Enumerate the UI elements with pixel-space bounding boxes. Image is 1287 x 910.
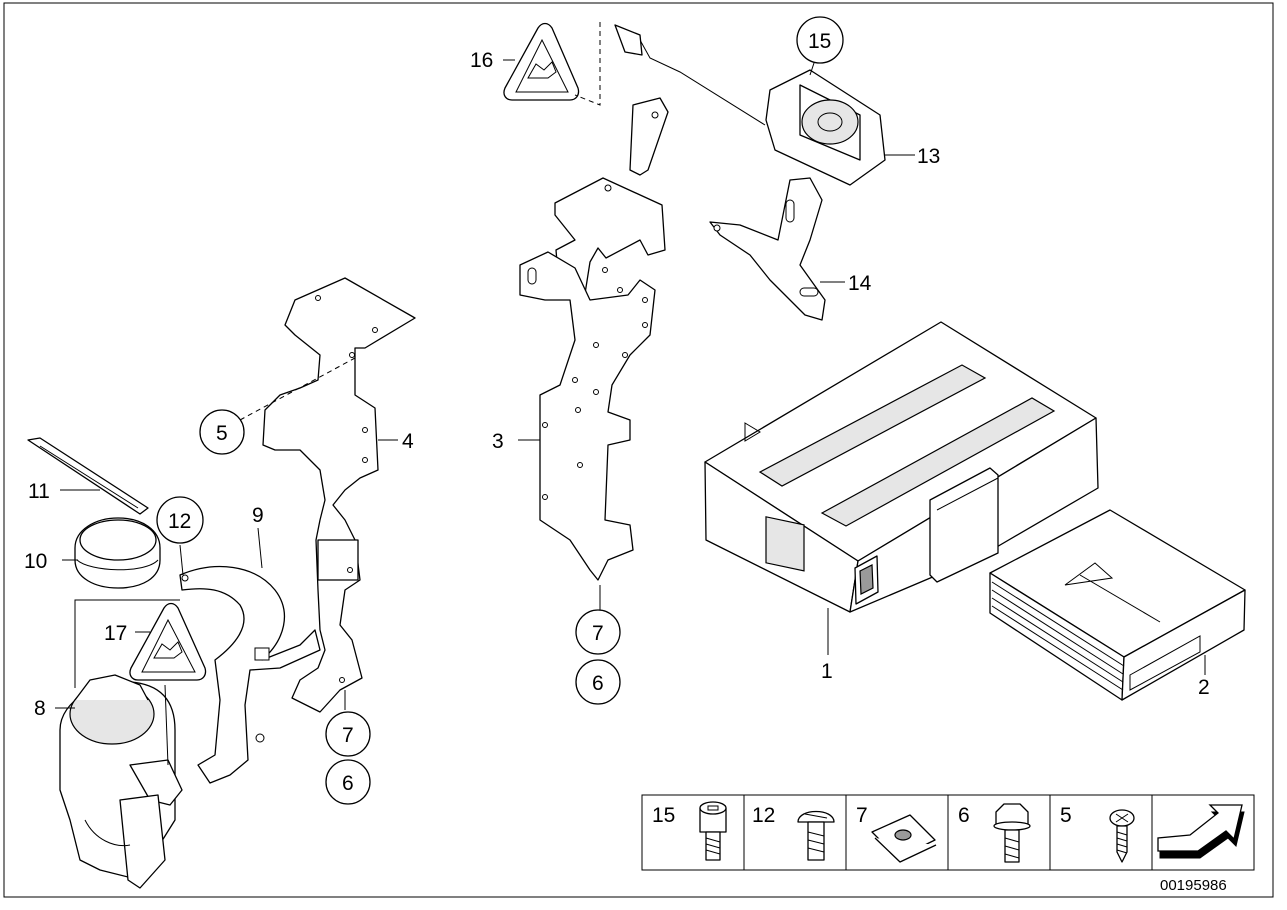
callout-5-circle [199,409,245,455]
callout-7b-circle [325,711,371,757]
part-4-bracket[interactable] [262,277,416,713]
callout-11[interactable]: 11 [28,480,50,503]
callout-13[interactable]: 13 [917,145,940,168]
part-11-cable-tie[interactable] [27,437,149,515]
callout-1[interactable]: 1 [821,660,833,683]
callout-4[interactable]: 4 [402,430,414,453]
arrow-icon [1157,804,1245,859]
callout-7b[interactable]: 7 [342,724,354,747]
part-3-bracket[interactable] [519,97,669,581]
part-16-warning-label[interactable] [503,22,580,101]
callout-14[interactable]: 14 [848,272,872,295]
part-10-grommet[interactable] [74,517,161,589]
round-head-bolt-icon [797,810,835,861]
callout-2[interactable]: 2 [1198,676,1210,699]
callout-6a-circle [575,659,621,705]
diagram-code: 00195986 [1160,877,1227,894]
legend-number-7: 7 [856,804,868,827]
callout-9[interactable]: 9 [252,504,264,527]
callout-7a-circle [575,609,621,655]
legend-cell-15[interactable]: 15 [652,801,727,861]
diagram-frame [3,2,1274,898]
callout-15-circle [796,16,844,64]
callout-10[interactable]: 10 [24,550,47,573]
callout-3[interactable]: 3 [492,430,504,453]
legend-cell-12[interactable]: 12 [752,804,835,861]
part-8-module[interactable] [59,674,183,889]
fastener-legend: 15 12 7 [641,794,1255,871]
part-9-curved-bracket[interactable] [179,565,321,784]
legend-cell-7[interactable]: 7 [856,804,937,863]
callout-7a[interactable]: 7 [592,622,604,645]
leader-lines [55,22,1206,766]
legend-number-15: 15 [652,804,675,827]
callout-12[interactable]: 12 [168,510,191,533]
callout-5[interactable]: 5 [216,422,228,445]
part-17-warning-label[interactable] [129,602,207,681]
part-14-fan-bracket[interactable] [709,177,826,321]
legend-cell-5[interactable]: 5 [1060,804,1135,863]
legend-cell-6[interactable]: 6 [958,803,1031,863]
callout-8[interactable]: 8 [34,697,46,720]
callout-12-circle [156,496,204,544]
callout-6a[interactable]: 6 [592,672,604,695]
callout-17[interactable]: 17 [104,622,127,645]
part-1-cd-changer[interactable] [704,321,1099,613]
legend-number-12: 12 [752,804,775,827]
clip-nut-icon [871,814,937,863]
callout-6b[interactable]: 6 [342,772,354,795]
part-13-fan[interactable] [614,24,886,186]
callout-15[interactable]: 15 [808,30,831,53]
tapping-screw-icon [1109,809,1135,863]
callouts: 1 2 3 4 5 7 6 7 6 8 9 10 11 12 13 14 15 … [24,16,1210,805]
legend-number-5: 5 [1060,804,1072,827]
callout-6b-circle [325,759,371,805]
legend-number-6: 6 [958,804,970,827]
hex-flange-bolt-icon [993,803,1031,863]
socket-head-bolt-icon [699,801,727,861]
callout-16[interactable]: 16 [470,49,493,72]
part-2-cd-magazine[interactable] [989,509,1246,701]
legend-cell-arrow[interactable] [1157,804,1245,859]
